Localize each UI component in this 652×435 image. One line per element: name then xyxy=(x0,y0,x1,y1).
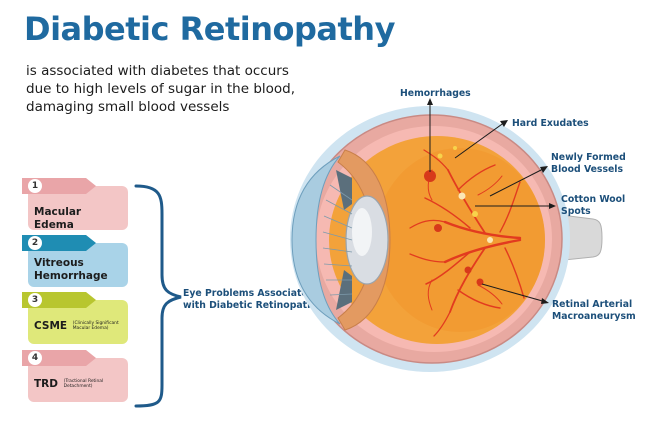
hemorrhage-spot xyxy=(424,170,436,182)
card-label-4: TRD (Tractional Retinal Detachment) xyxy=(34,378,124,391)
bracket-label-line-2: with Diabetic Retinopathy xyxy=(183,300,320,311)
label-hard-exudates: Hard Exudates xyxy=(512,118,589,129)
card-number-1: 1 xyxy=(28,179,42,193)
retina-shade xyxy=(375,148,545,332)
label-cotton-wool-1: Cotton Wool xyxy=(561,194,625,205)
card-number-4: 4 xyxy=(28,351,42,365)
curly-bracket xyxy=(134,184,182,408)
card-label-3-main: CSME xyxy=(34,320,68,332)
card-number-3: 3 xyxy=(28,293,42,307)
pointer-arrowheads xyxy=(427,98,556,304)
label-macroaneurysm-2: Macroaneurysm xyxy=(552,311,636,322)
cornea xyxy=(291,155,341,325)
iris xyxy=(336,170,352,310)
card-label-2: Vitreous Hemorrhage xyxy=(34,257,124,283)
card-label-4-main: TRD xyxy=(34,378,58,390)
bracket-label-line-1: Eye Problems Associated xyxy=(183,288,315,299)
cotton-wool-spot xyxy=(458,192,466,200)
bracket-label: Eye Problems Associated with Diabetic Re… xyxy=(183,288,320,312)
exudate-spot xyxy=(453,146,457,150)
label-hemorrhages: Hemorrhages xyxy=(400,88,471,99)
label-new-vessels-2: Blood Vessels xyxy=(551,164,623,175)
lens-highlight xyxy=(352,208,372,256)
label-cotton-wool-2: Spots xyxy=(561,206,591,217)
subtitle-line-1: is associated with diabetes that occurs xyxy=(26,63,289,79)
problem-card-3: 3 CSME (Clinically Significant Macular E… xyxy=(22,292,128,344)
card-note-3-line-2: Macular Edema) xyxy=(72,326,109,331)
card-label-2-line-2: Hemorrhage xyxy=(34,270,108,282)
problem-card-2: 2 Vitreous Hemorrhage xyxy=(22,235,128,287)
problem-card-1: 1 Macular Edema xyxy=(22,178,128,231)
exudate-spot xyxy=(472,211,478,217)
card-note-4: (Tractional Retinal Detachment) xyxy=(64,379,104,389)
label-macroaneurysm-1: Retinal Arterial xyxy=(552,299,632,310)
label-new-vessels-1: Newly Formed xyxy=(551,152,626,163)
card-label-3: CSME (Clinically Significant Macular Ede… xyxy=(34,320,124,333)
cornea-mesh xyxy=(322,184,353,296)
card-number-2: 2 xyxy=(28,236,42,250)
card-note-3-line-1: (Clinically Significant xyxy=(72,321,119,326)
hemorrhage-spot xyxy=(476,278,484,286)
hemorrhage-spot xyxy=(434,224,442,232)
subtitle-line-2: due to high levels of sugar in the blood… xyxy=(26,81,296,97)
problem-card-4: 4 TRD (Tractional Retinal Detachment) xyxy=(22,350,128,402)
blood-vessels xyxy=(409,149,525,337)
card-note-4-line-1: (Tractional Retinal xyxy=(63,379,104,384)
subtitle: is associated with diabetes that occurs … xyxy=(26,62,346,116)
subtitle-line-3: damaging small blood vessels xyxy=(26,99,230,115)
pointer-lines xyxy=(429,101,553,303)
page-title: Diabetic Retinopathy xyxy=(24,10,395,48)
hemorrhage-spot xyxy=(464,266,472,274)
exudate-spot xyxy=(437,153,443,159)
card-note-4-line-2: Detachment) xyxy=(63,384,93,389)
card-label-1: Macular Edema xyxy=(34,206,82,231)
card-note-3: (Clinically Significant Macular Edema) xyxy=(73,321,119,331)
card-label-2-line-1: Vitreous xyxy=(34,257,84,269)
cotton-wool-spot xyxy=(487,237,493,243)
